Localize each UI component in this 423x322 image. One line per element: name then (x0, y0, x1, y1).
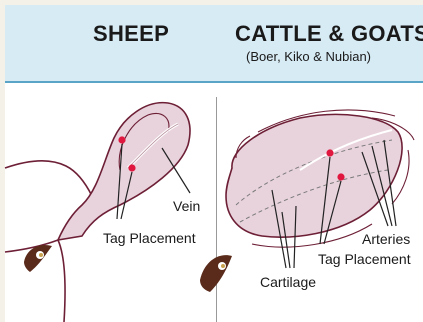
sheep-vein-label: Vein (173, 198, 200, 214)
cattle-ear (226, 114, 402, 237)
sheep-tag-placement-label: Tag Placement (103, 230, 196, 246)
sheep-tag-dot-upper (118, 136, 125, 143)
cattle-tag-placement-label: Tag Placement (318, 251, 411, 267)
cattle-eye (200, 255, 232, 292)
sheep-head-outline (5, 161, 92, 196)
sheep-ear (58, 103, 190, 240)
cattle-arteries-label: Arteries (362, 231, 410, 247)
cattle-tag-dot-upper (326, 149, 333, 156)
sheep-tag-dot-lower (128, 164, 135, 171)
cattle-cartilage-label: Cartilage (260, 274, 316, 290)
sheep-illustration: Vein Tag Placement (5, 103, 200, 322)
cattle-tag-dot-lower (337, 173, 344, 180)
cattle-goats-illustration: Arteries Tag Placement Cartilage (200, 110, 414, 292)
